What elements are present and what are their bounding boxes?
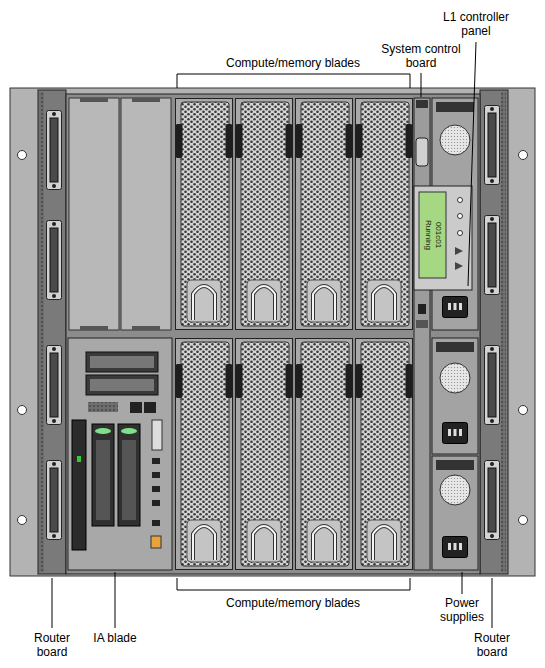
blank-panels xyxy=(69,98,171,330)
callout-label: Compute/memory blades xyxy=(193,56,393,70)
callout-label: IA blade xyxy=(80,631,150,645)
brackets xyxy=(177,74,410,590)
callout-label: Router board xyxy=(466,631,518,659)
router-board-right xyxy=(480,90,508,574)
router-board-left xyxy=(38,90,66,574)
lcd-text: Running xyxy=(424,220,433,250)
compute-blades xyxy=(176,99,413,570)
lcd-text: 001c01 xyxy=(434,222,443,248)
system-control-board xyxy=(414,98,430,570)
callout-label: Router board xyxy=(26,631,78,659)
rack-ears xyxy=(10,88,535,576)
main-frame xyxy=(66,94,480,574)
power-supplies xyxy=(432,98,478,570)
callout-label: Power supplies xyxy=(432,596,492,624)
callout-label: System control board xyxy=(371,42,471,70)
leader-lines xyxy=(52,42,492,628)
callout-label: L1 controller panel xyxy=(428,10,524,38)
ia-blade xyxy=(68,338,172,570)
callout-label: Compute/memory blades xyxy=(193,596,393,610)
l1-controller-panel xyxy=(414,186,472,290)
